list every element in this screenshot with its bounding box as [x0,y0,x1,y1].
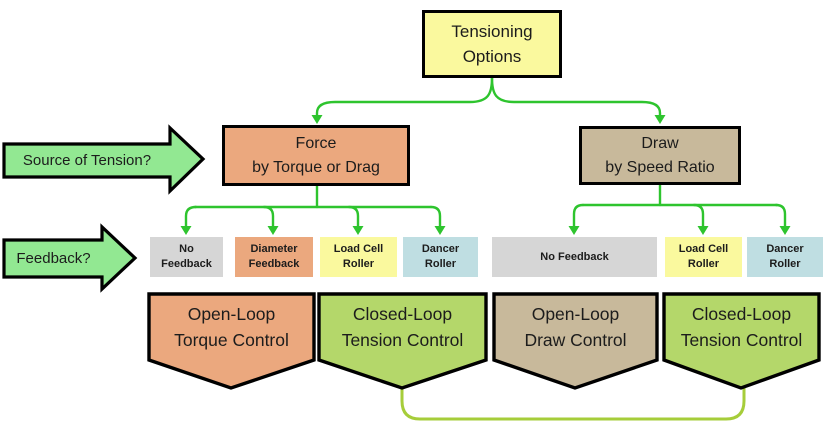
arrowhead [434,226,446,235]
arrowhead [568,226,580,235]
outcome-label-line1: Closed-Loop [691,303,792,324]
outcome-label-line1: Open-Loop [187,303,276,324]
feedback-label-line2: Roller [769,258,801,270]
top-branch-connector [315,76,662,118]
arrowhead [311,115,323,124]
force-label-line1: Force [295,135,337,153]
source-of-tension-label: Source of Tension? [22,152,152,169]
outcome-label-line2: Tension Control [341,330,464,350]
draw-feedback-connector [572,183,787,228]
draw-label-line1: Draw [641,135,679,153]
feedback-label: Feedback? [16,250,91,267]
force-label-line2: by Torque or Drag [252,158,380,176]
arrowhead [779,226,791,235]
outcome-label-line2: Tension Control [680,330,803,350]
arrowhead [352,226,364,235]
outcome-banner-closed-loop-tension-right [662,292,821,390]
source-of-tension-arrow [2,124,206,195]
outcome-banner-open-loop-torque [147,292,316,390]
feedback-label-line1: No Feedback [540,250,609,263]
outcome-banner-open-loop-draw [492,292,659,390]
feedback-node-diameter-feedback: Diameter Feedback [235,237,313,277]
outcome-label-line2: Torque Control [174,330,289,350]
outcome-label-open-loop-draw-control: Open-Loop Draw Control [494,296,657,358]
feedback-label-line1: Dancer [421,243,460,256]
outcome-label-closed-loop-tension-control-left: Closed-Loop Tension Control [319,296,486,358]
arrowhead [654,115,666,124]
branch-node-draw: Draw by Speed Ratio [579,126,741,185]
draw-label-line2: by Speed Ratio [605,158,715,176]
arrowhead [267,226,279,235]
feedback-label-line1: Load Cell [678,243,729,256]
feedback-node-dancer-roller-draw: Dancer Roller [747,237,823,277]
feedback-node-load-cell-roller-force: Load Cell Roller [320,237,397,277]
closed-loop-link-connector [400,386,746,421]
outcome-banner-closed-loop-tension-left [317,292,488,390]
feedback-node-no-feedback-draw: No Feedback [492,237,657,277]
outcome-label-line2: Draw Control [524,330,627,350]
outcome-label-line1: Closed-Loop [352,303,453,324]
arrowhead [180,226,192,235]
feedback-label-line2: Roller [424,258,457,270]
feedback-node-no-feedback-force: No Feedback [150,237,223,277]
root-node-tensioning-options: Tensioning Options [422,10,562,78]
root-node-label-line1: Tensioning [451,21,533,41]
feedback-label-line2: Feedback [248,258,300,270]
feedback-label-line1: Dancer [766,243,804,256]
feedback-label-line2: Feedback [161,258,212,270]
outcome-label-closed-loop-tension-control-right: Closed-Loop Tension Control [664,296,819,358]
feedback-label-line1: No [179,243,194,256]
feedback-arrow [2,223,138,293]
force-feedback-connector [184,184,442,228]
feedback-label-line2: Roller [687,258,720,270]
feedback-label-line1: Diameter [250,243,298,256]
feedback-node-dancer-roller-force: Dancer Roller [403,237,478,277]
outcome-label-open-loop-torque-control: Open-Loop Torque Control [149,296,314,358]
feedback-label-line2: Roller [342,258,375,270]
root-node-label-line2: Options [462,47,522,66]
feedback-label-line1: Load Cell [333,243,384,256]
feedback-node-load-cell-roller-draw: Load Cell Roller [665,237,742,277]
outcome-label-line1: Open-Loop [531,303,620,324]
branch-node-force: Force by Torque or Drag [222,125,410,186]
arrowhead [697,226,709,235]
